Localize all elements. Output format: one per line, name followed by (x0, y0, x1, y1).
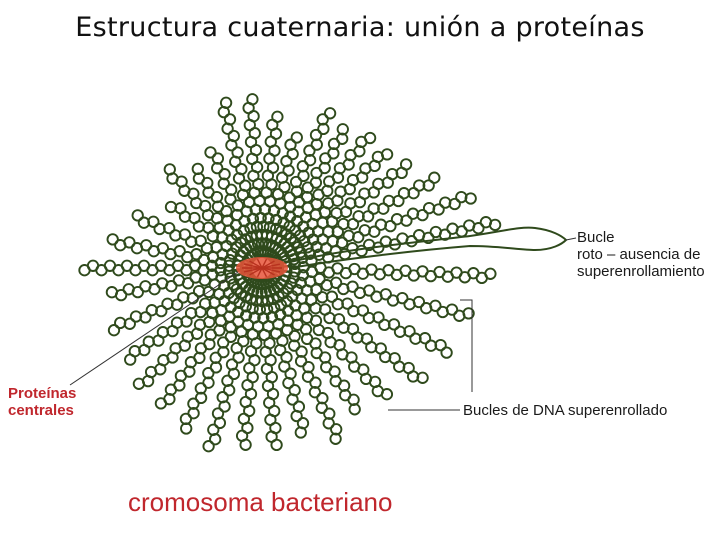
broken-loop-label-line-2: roto – ausencia de (577, 246, 701, 263)
page-title: Estructura cuaternaria: unión a proteína… (75, 12, 645, 43)
supercoiled-loop (255, 110, 284, 259)
broken-loop-label-line-1: Bucle (577, 229, 615, 246)
supercoiled-loop (259, 131, 303, 260)
central-protein-strand (256, 267, 263, 278)
central-protein-strand (261, 263, 281, 269)
supercoiled-loop (242, 93, 270, 259)
central-protein-strand (243, 263, 263, 269)
supercoiled-loop (269, 269, 453, 359)
broken-loop-shape (289, 226, 568, 270)
central-protein-strand (261, 267, 281, 273)
supercoiled-loop (204, 146, 264, 259)
supercoiled-loop (271, 190, 477, 272)
diagram-caption: cromosoma bacteriano (128, 487, 393, 517)
central-protein-strand (261, 258, 268, 269)
supercoiled-loop (260, 277, 343, 445)
broken-loop-label: Bucle roto – ausencia de superenrollamie… (577, 229, 705, 280)
supercoiled-loops-leader-line (388, 299, 473, 411)
central-proteins-core (236, 257, 288, 279)
supercoiled-loop (254, 277, 283, 452)
central-proteins-label: Proteínas centrales (8, 385, 76, 419)
central-proteins-label-line-1: Proteínas (8, 385, 77, 402)
central-protein-strand (249, 260, 263, 269)
central-protein-strand (256, 258, 263, 269)
supercoiled-loop (105, 262, 253, 302)
supercoiled-loops-group (78, 93, 502, 453)
central-protein-strand (261, 267, 275, 276)
central-proteins-label-line-2: centrales (8, 402, 74, 419)
central-proteins-leader-line (69, 271, 239, 386)
supercoiled-loop (257, 277, 310, 439)
central-protein-strand (261, 267, 268, 278)
broken-loop-label-line-3: superenrollamiento (577, 263, 705, 280)
broken-loop-leader-line (565, 237, 577, 241)
supercoiled-loops-label: Bucles de DNA superenrollado (463, 402, 668, 419)
